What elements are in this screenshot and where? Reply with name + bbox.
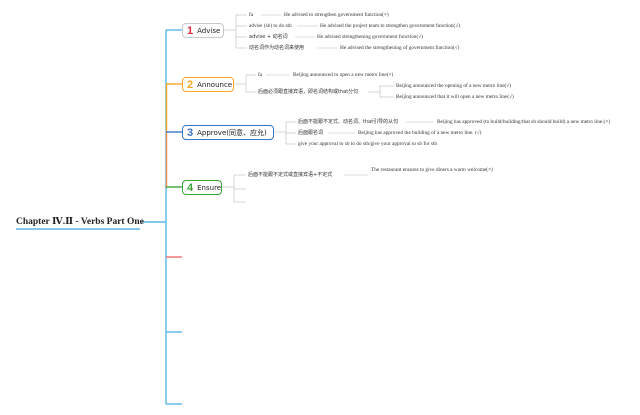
node-ensure[interactable]: 4 Ensure bbox=[182, 180, 222, 195]
announce-example-2b: Beijing announced that it will open a ne… bbox=[396, 94, 514, 100]
announce-subbranch bbox=[234, 74, 394, 98]
ensure-item-1: 后面不能跟不定式或直接宾语+不定式 bbox=[248, 172, 333, 178]
advise-example-3: He advised strengthening government func… bbox=[317, 34, 423, 40]
node-number: 4 bbox=[187, 181, 194, 194]
node-number: 2 bbox=[187, 78, 194, 91]
approve-item-3: give your approval to sb to do sth/give … bbox=[298, 141, 438, 147]
node-advise[interactable]: 1 Advise bbox=[182, 23, 224, 38]
announce-item-1: fa bbox=[258, 72, 263, 78]
approve-example-2: Beijing has approved the building of a n… bbox=[358, 130, 482, 136]
advise-item-1: fa bbox=[249, 12, 254, 18]
announce-example-1: Beijing announced to open a new metro li… bbox=[293, 72, 394, 78]
ensure-subbranch bbox=[222, 174, 368, 203]
advise-example-2: He advised the project team to strengthe… bbox=[320, 23, 460, 29]
advise-item-2: advise (sb) to do sth bbox=[249, 23, 292, 29]
node-label: Ensure bbox=[197, 183, 222, 192]
announce-example-2a: Beijing announced the opening of a new m… bbox=[396, 83, 511, 89]
approve-item-2: 后面跟名词 bbox=[298, 130, 324, 136]
advise-example-4: He advised the strengthening of governme… bbox=[340, 45, 460, 51]
approve-item-1: 后面不能跟不定式、动名词、that引导的从句 bbox=[298, 119, 399, 125]
announce-item-2: 后面必须跟直接宾语，即名词结构或that分句 bbox=[258, 89, 359, 95]
advise-example-1: He advised to strengthen government func… bbox=[284, 12, 389, 18]
node-number: 1 bbox=[187, 24, 194, 37]
approve-subbranch bbox=[274, 121, 434, 145]
ensure-example-1: The restaurant ensures to give diners a … bbox=[371, 167, 493, 173]
approve-example-1: Beijing has approved (to build/building/… bbox=[437, 119, 611, 125]
node-label: Announce bbox=[197, 80, 233, 89]
node-label: Advise bbox=[197, 26, 221, 35]
node-label: Approve(同意、应允) bbox=[197, 128, 267, 137]
advise-item-4: 动名词作为动名词来使用 bbox=[249, 45, 305, 51]
mindmap-root-title: Chapter Ⅳ.Ⅱ - Verbs Part One bbox=[16, 217, 144, 227]
node-announce[interactable]: 2 Announce bbox=[182, 77, 234, 92]
advise-item-3: advise + 动名词 bbox=[249, 34, 288, 40]
node-number: 3 bbox=[187, 126, 194, 139]
advise-subbranch bbox=[224, 14, 337, 49]
node-approve[interactable]: 3 Approve(同意、应允) bbox=[182, 125, 274, 140]
